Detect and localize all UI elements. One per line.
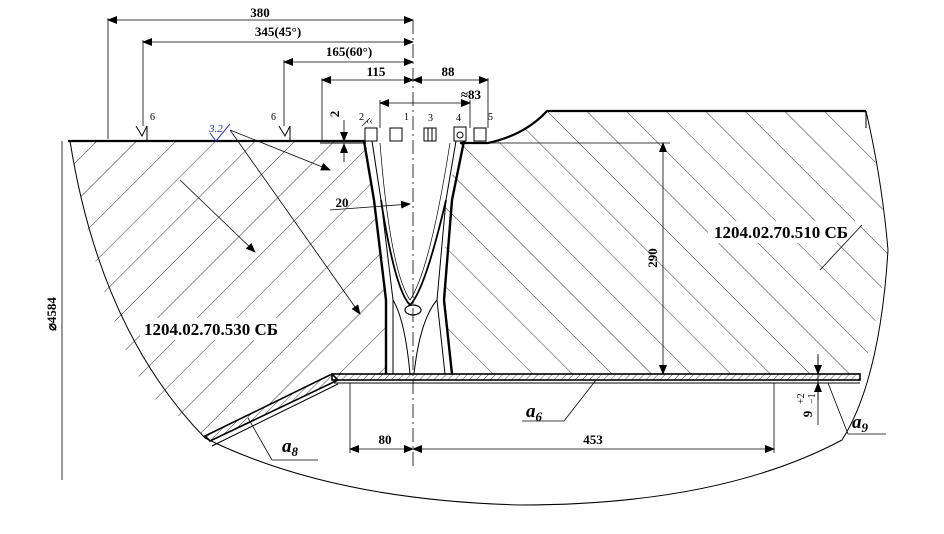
tolerance-9: 9 +2 −1 (796, 393, 818, 417)
a8-sub: 8 (292, 444, 299, 459)
dim-115: 115 (367, 64, 386, 79)
a9-letter: a (852, 412, 862, 433)
weld-ref-a9: a9 (852, 412, 869, 435)
a6-letter: a (526, 401, 536, 422)
tol-lower: −1 (807, 393, 818, 404)
dim-88: 88 (442, 64, 456, 79)
a6-sub: 6 (536, 409, 543, 424)
position-3: 3 (428, 113, 433, 124)
dim-2: 2 (327, 111, 342, 118)
position-1: 1 (404, 112, 409, 123)
dim-20: 20 (336, 195, 349, 210)
tol-upper: +2 (796, 393, 807, 404)
dim-83: ≈83 (461, 87, 482, 102)
tol-base: 9 (800, 410, 815, 417)
a9-sub: 9 (862, 420, 869, 435)
weld-ref-a8: a8 (282, 436, 299, 459)
weld-ref-a6: a6 (526, 401, 543, 424)
dim-165: 165(60°) (326, 44, 372, 59)
position-markers: ‹‹ (135, 116, 487, 142)
part-label-lower: 1204.02.70.530 СБ (144, 320, 278, 339)
position-5: 5 (488, 112, 493, 123)
outer-contour (69, 110, 889, 506)
position-6-right: 6 (271, 112, 276, 123)
svg-text:‹‹: ‹‹ (366, 116, 373, 127)
roughness-value: 3.2 (208, 123, 223, 135)
position-2: 2 (359, 112, 364, 123)
part-label-upper: 1204.02.70.510 СБ (714, 223, 848, 242)
position-4: 4 (456, 113, 461, 124)
dim-380: 380 (250, 5, 270, 20)
dim-290: 290 (645, 248, 660, 268)
left-body-hatch (70, 141, 386, 436)
inclined-plate (203, 373, 340, 447)
dim-80: 80 (379, 432, 392, 447)
dim-345: 345(45°) (255, 24, 301, 39)
weld-groove (362, 20, 466, 470)
bottom-plate (331, 373, 861, 384)
roughness-sign (209, 123, 231, 142)
dim-4584: ⌀4584 (44, 297, 59, 331)
a8-letter: a (282, 436, 292, 457)
position-6-left: 6 (150, 112, 155, 123)
dim-453: 453 (583, 432, 603, 447)
